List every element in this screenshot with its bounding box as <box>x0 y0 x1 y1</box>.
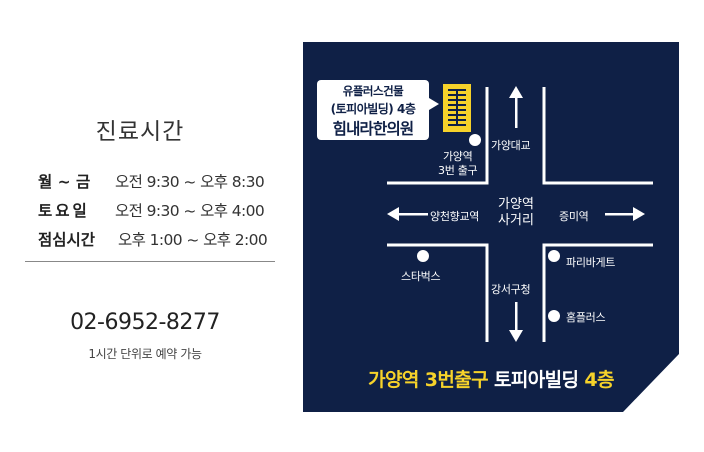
caption-floor: 4층 <box>584 369 614 391</box>
hours-day: 점심시간 <box>38 231 96 249</box>
building-alias: (토피아빌딩) <box>330 102 394 116</box>
building-callout: 유플러스건물 (토피아빌딩) 4층 힘내라한의원 <box>317 80 429 140</box>
hours-time: 오전 9:30 ~ 오후 8:30 <box>115 173 265 191</box>
divider <box>25 261 275 262</box>
label-gangseo-office: 강서구청 <box>491 283 531 296</box>
label-starbucks: 스타벅스 <box>401 270 441 283</box>
caption-station: 가양역 3번출구 <box>368 369 489 391</box>
hours-row-lunch: 점심시간 오후 1:00 ~ 오후 2:00 <box>38 228 268 250</box>
hours-time: 오전 9:30 ~ 오후 4:00 <box>115 202 265 220</box>
hours-day: 월 ~ 금 <box>38 173 91 191</box>
building-name: 유플러스건물 <box>342 84 404 98</box>
clinic-name: 힘내라한의원 <box>332 120 415 138</box>
label-bridge: 가양대교 <box>491 139 531 152</box>
landmark-dots <box>417 134 560 322</box>
label-paris-baguette: 파리바게트 <box>566 256 616 269</box>
reservation-note: 1시간 단위로 예약 가능 <box>88 347 202 361</box>
label-east-station: 증미역 <box>559 210 589 223</box>
map-caption: 가양역 3번출구 토피아빌딩 4층 <box>303 365 679 392</box>
location-map: 유플러스건물 (토피아빌딩) 4층 힘내라한의원 가양역 3번 출구 가양대교 … <box>303 42 679 412</box>
direction-arrows <box>387 86 645 342</box>
label-west-station: 양천향교역 <box>430 210 480 223</box>
hours-row-saturday: 토요일 오전 9:30 ~ 오후 4:00 <box>38 199 265 221</box>
hours-row-weekday: 월 ~ 금 오전 9:30 ~ 오후 8:30 <box>38 170 265 192</box>
building-floor: (토피아빌딩) 4층 <box>317 100 429 117</box>
caption-building: 토피아빌딩 <box>487 369 585 391</box>
building-floor-number: 4층 <box>396 102 416 116</box>
callout-pointer <box>429 98 439 110</box>
hours-title: 진료시간 <box>95 119 185 145</box>
hours-time: 오후 1:00 ~ 오후 2:00 <box>118 231 268 249</box>
label-intersection: 가양역 사거리 <box>498 197 534 228</box>
phone-number[interactable]: 02-6952-8277 <box>70 310 220 335</box>
label-homeplus: 홈플러스 <box>566 311 606 324</box>
hours-day: 토요일 <box>38 202 90 220</box>
road-lines <box>387 87 653 342</box>
label-exit: 가양역 3번 출구 <box>438 150 478 177</box>
building-icon <box>443 84 471 132</box>
